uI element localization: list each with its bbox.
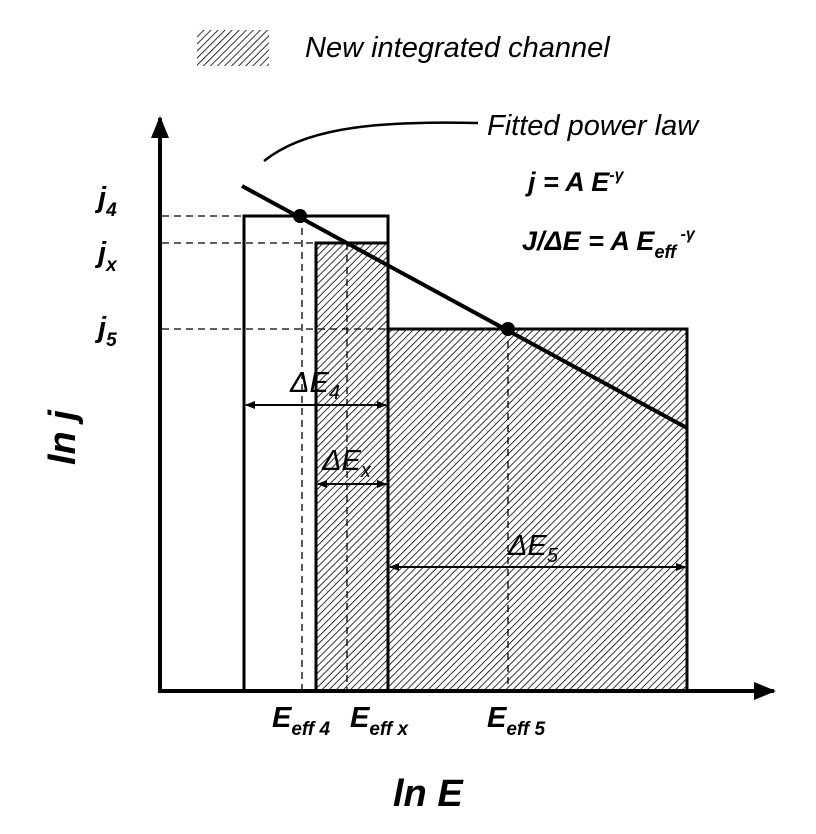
fit-point-5 bbox=[501, 322, 515, 336]
x-tick-eeff5: Eeff 5 bbox=[487, 702, 546, 740]
legend-label: New integrated channel bbox=[305, 32, 611, 64]
x-axis-title: ln E bbox=[393, 773, 464, 815]
y-axis-title: ln j bbox=[42, 409, 84, 465]
y-tick-jx: jx bbox=[94, 237, 118, 276]
fit-point-4 bbox=[293, 209, 307, 223]
y-tick-j4: j4 bbox=[94, 182, 117, 221]
fitted-power-law-label: Fitted power law bbox=[487, 110, 700, 142]
fitted-label-leader bbox=[263, 121, 479, 162]
equation-effective-energy: J/ΔE = A Eeff -γ bbox=[522, 226, 696, 262]
dashed-guides bbox=[162, 215, 509, 691]
delta-e4-label: ΔE4 bbox=[289, 367, 340, 404]
legend-swatch bbox=[197, 30, 269, 66]
channel-5-bar bbox=[386, 327, 689, 693]
x-tick-eeffx: Eeff x bbox=[350, 702, 410, 740]
equation-power-law: j = A E-γ bbox=[525, 167, 625, 197]
y-tick-j5: j5 bbox=[94, 312, 117, 351]
channel-x-bar bbox=[314, 241, 390, 693]
x-tick-eeff4: Eeff 4 bbox=[272, 702, 331, 740]
fitted-power-law-line bbox=[241, 184, 688, 430]
delta-ex-label: ΔEx bbox=[321, 445, 372, 482]
delta-e5-label: ΔE5 bbox=[507, 530, 559, 567]
